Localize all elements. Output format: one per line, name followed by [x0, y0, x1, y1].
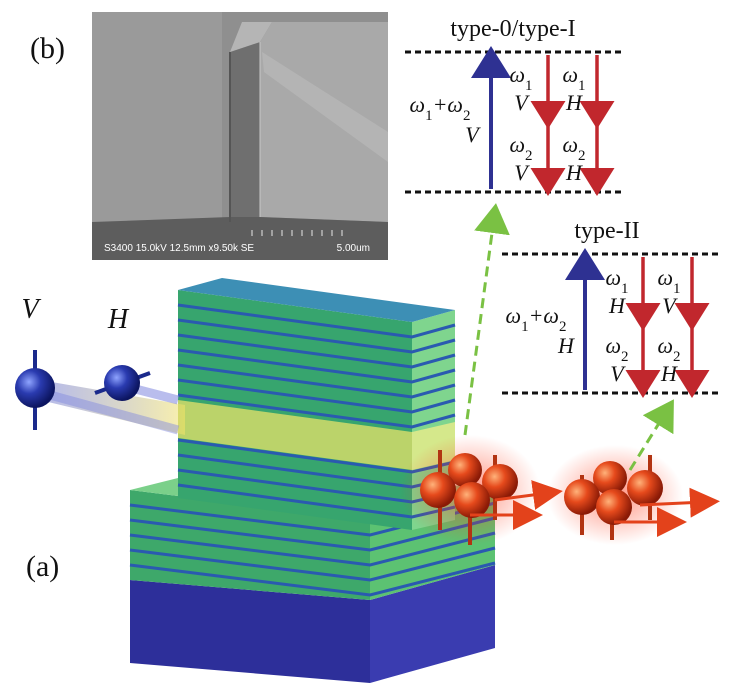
type2-cell-freq: ω2: [605, 333, 628, 365]
type0-cell-pol: V: [514, 90, 530, 115]
type2-pump-freq: ω1+ω2: [506, 303, 567, 335]
input-photon-v: [15, 350, 55, 430]
type0-cell-freq: ω1: [562, 62, 585, 94]
type0-cell-freq: ω2: [562, 132, 585, 164]
type0-cell-pol: H: [565, 160, 583, 185]
input-photon-h: [94, 365, 151, 401]
type2-cell-pol: H: [660, 361, 678, 386]
type0-energy-diagram: [405, 46, 621, 196]
sem-micrograph: S3400 15.0kV 12.5mm x9.50k SE 5.00um: [92, 12, 388, 260]
type2-cell-pol: H: [608, 293, 626, 318]
type2-cell-freq: ω1: [605, 265, 628, 297]
waveguide-structure: [129, 278, 496, 683]
type0-cell-pol: H: [565, 90, 583, 115]
type2-title: type-II: [574, 218, 639, 244]
type2-pump-pol: H: [557, 333, 575, 358]
green-connector-arrows: [463, 203, 674, 471]
panel-label-a: (a): [26, 550, 59, 583]
output-photon-pair-1: [400, 435, 563, 545]
type0-cell-freq: ω1: [509, 62, 532, 94]
type0-cell-pol: V: [514, 160, 530, 185]
input-pol-h-label: H: [107, 304, 130, 335]
type2-cell-pol: V: [662, 293, 678, 318]
panel-label-b: (b): [30, 32, 65, 65]
type2-cell-freq: ω1: [657, 265, 680, 297]
sem-info: S3400 15.0kV 12.5mm x9.50k SE: [104, 243, 255, 254]
type0-pump-pol: V: [465, 122, 481, 147]
output-photon-pair-2: [547, 445, 720, 545]
type0-title: type-0/type-I: [450, 16, 575, 42]
sem-caption: S3400 15.0kV 12.5mm x9.50k SE 5.00um: [92, 238, 388, 260]
type0-pump-freq: ω1+ω2: [410, 92, 471, 124]
type2-energy-diagram: [502, 248, 718, 398]
sem-scale: 5.00um: [336, 243, 370, 254]
input-pol-v-label: V: [21, 294, 41, 325]
type0-cell-freq: ω2: [509, 132, 532, 164]
type2-cell-freq: ω2: [657, 333, 680, 365]
type2-cell-pol: V: [610, 361, 626, 386]
